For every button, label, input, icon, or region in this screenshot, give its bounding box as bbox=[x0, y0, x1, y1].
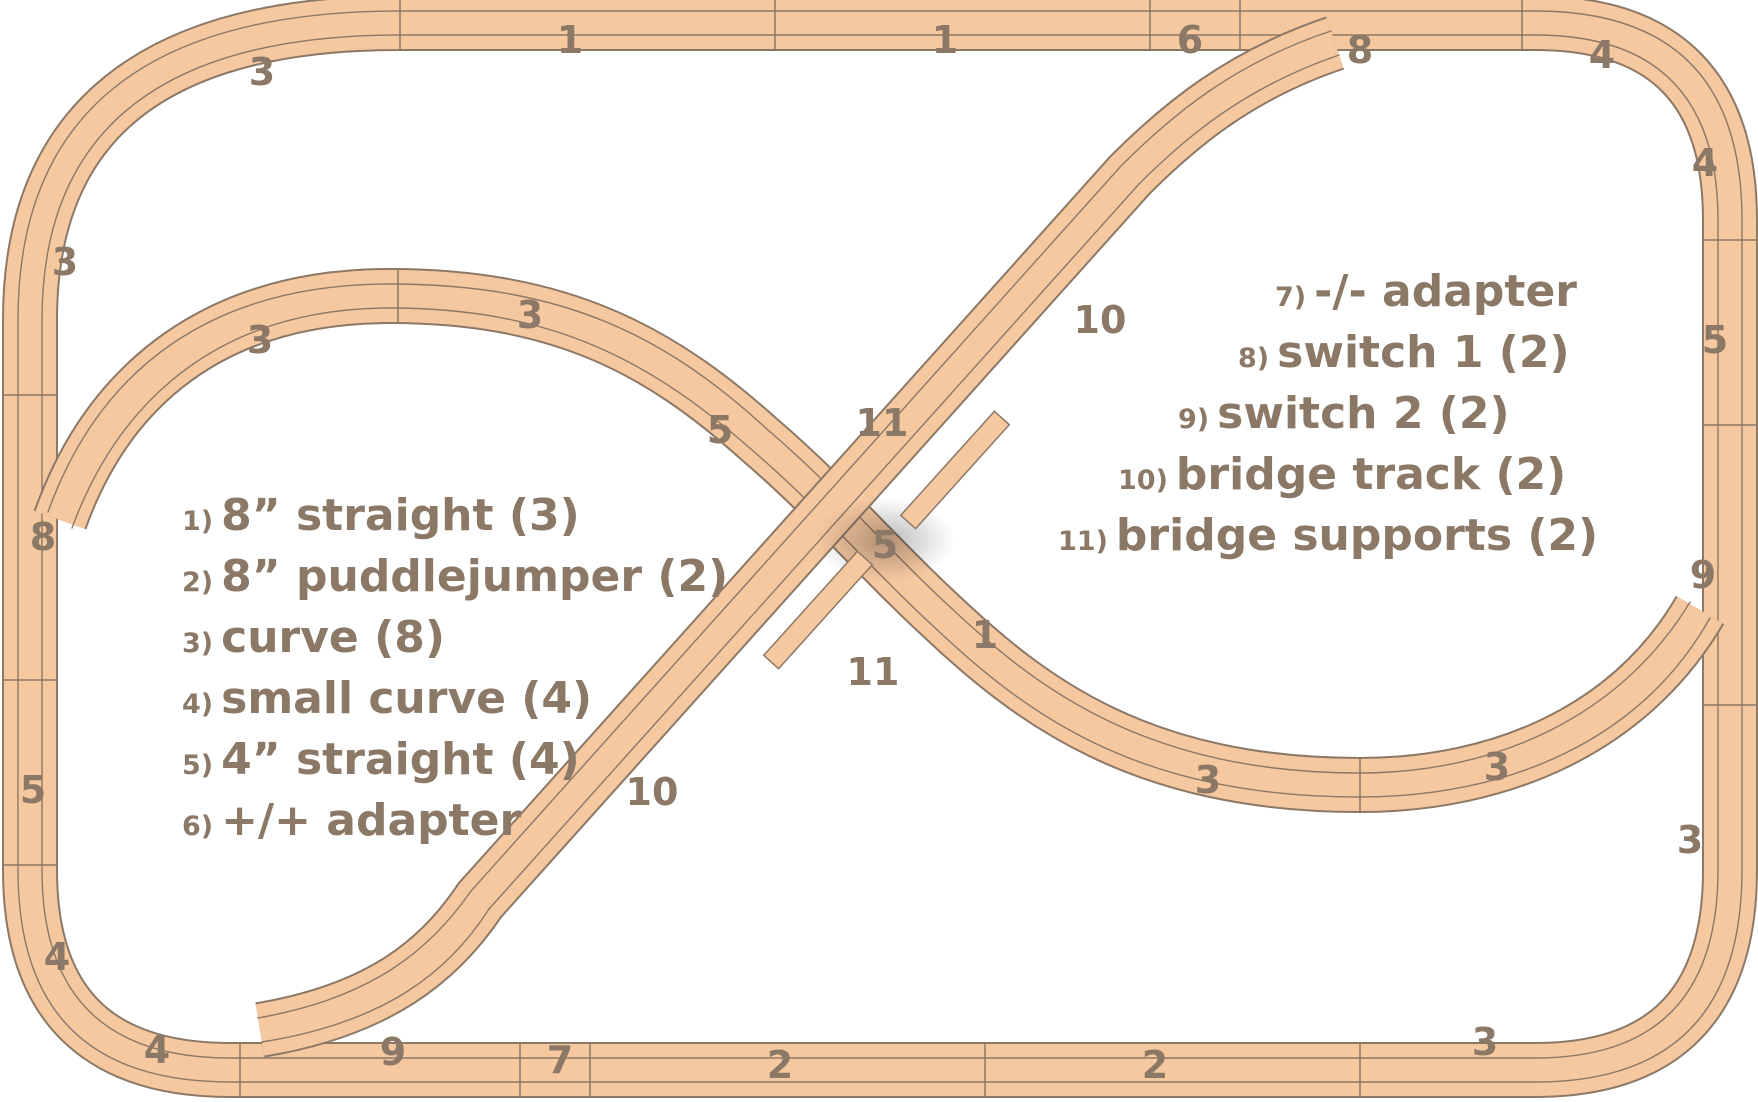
legend-item: 3)curve (8) bbox=[182, 612, 445, 663]
parts-legend-left: 1)8” straight (3) 2)8” puddlejumper (2) … bbox=[182, 490, 728, 846]
piece-label: 3 bbox=[249, 50, 275, 94]
bridge-support-bottom bbox=[762, 550, 874, 670]
piece-label: 4 bbox=[144, 1028, 170, 1072]
bridge-supports bbox=[762, 410, 1011, 670]
piece-label: 3 bbox=[1195, 758, 1221, 802]
piece-label: 11 bbox=[856, 401, 909, 445]
piece-label: 9 bbox=[380, 1030, 406, 1074]
piece-label: 3 bbox=[517, 293, 543, 337]
piece-label: 10 bbox=[1074, 298, 1127, 342]
legend-item: 5)4” straight (4) bbox=[182, 734, 580, 785]
legend-item: 7)-/- adapter bbox=[1275, 266, 1577, 317]
piece-label: 11 bbox=[847, 650, 900, 694]
piece-label: 9 bbox=[1690, 553, 1716, 597]
piece-label: 4 bbox=[44, 935, 70, 979]
piece-label: 6 bbox=[1177, 18, 1203, 62]
piece-label: 1 bbox=[557, 18, 583, 62]
piece-label: 3 bbox=[247, 318, 273, 362]
piece-label: 4 bbox=[1692, 141, 1718, 185]
legend-item: 8)switch 1 (2) bbox=[1238, 327, 1570, 378]
track-piece-labels: 1 1 6 8 3 3 8 5 4 4 9 7 2 2 3 3 9 5 4 4 … bbox=[20, 18, 1728, 1087]
piece-label: 8 bbox=[30, 515, 56, 559]
piece-label: 8 bbox=[1347, 28, 1373, 72]
legend-item: 1)8” straight (3) bbox=[182, 490, 580, 541]
piece-label: 5 bbox=[20, 768, 46, 812]
legend-item: 4)small curve (4) bbox=[182, 673, 592, 724]
legend-item: 11)bridge supports (2) bbox=[1058, 510, 1598, 561]
piece-label: 4 bbox=[1589, 33, 1615, 77]
piece-label: 2 bbox=[1142, 1043, 1168, 1087]
legend-item: 9)switch 2 (2) bbox=[1178, 388, 1510, 439]
piece-label: 5 bbox=[872, 523, 898, 567]
legend-item: 2)8” puddlejumper (2) bbox=[182, 551, 728, 602]
legend-item: 6)+/+ adapter bbox=[182, 795, 522, 846]
parts-legend-right: 7)-/- adapter 8)switch 1 (2) 9)switch 2 … bbox=[1058, 266, 1598, 561]
piece-label: 3 bbox=[52, 240, 78, 284]
piece-label: 3 bbox=[1677, 818, 1703, 862]
piece-label: 5 bbox=[1702, 318, 1728, 362]
piece-label: 3 bbox=[1484, 745, 1510, 789]
piece-label: 1 bbox=[932, 18, 958, 62]
bridge-track bbox=[255, 16, 1345, 1058]
piece-label: 7 bbox=[547, 1038, 573, 1082]
piece-label: 5 bbox=[707, 408, 733, 452]
piece-label: 10 bbox=[626, 770, 679, 814]
piece-label: 2 bbox=[767, 1043, 793, 1087]
piece-label: 1 bbox=[972, 613, 998, 657]
legend-item: 10)bridge track (2) bbox=[1118, 449, 1566, 500]
piece-label: 3 bbox=[1472, 1020, 1498, 1064]
bridge-support-top bbox=[899, 410, 1011, 530]
